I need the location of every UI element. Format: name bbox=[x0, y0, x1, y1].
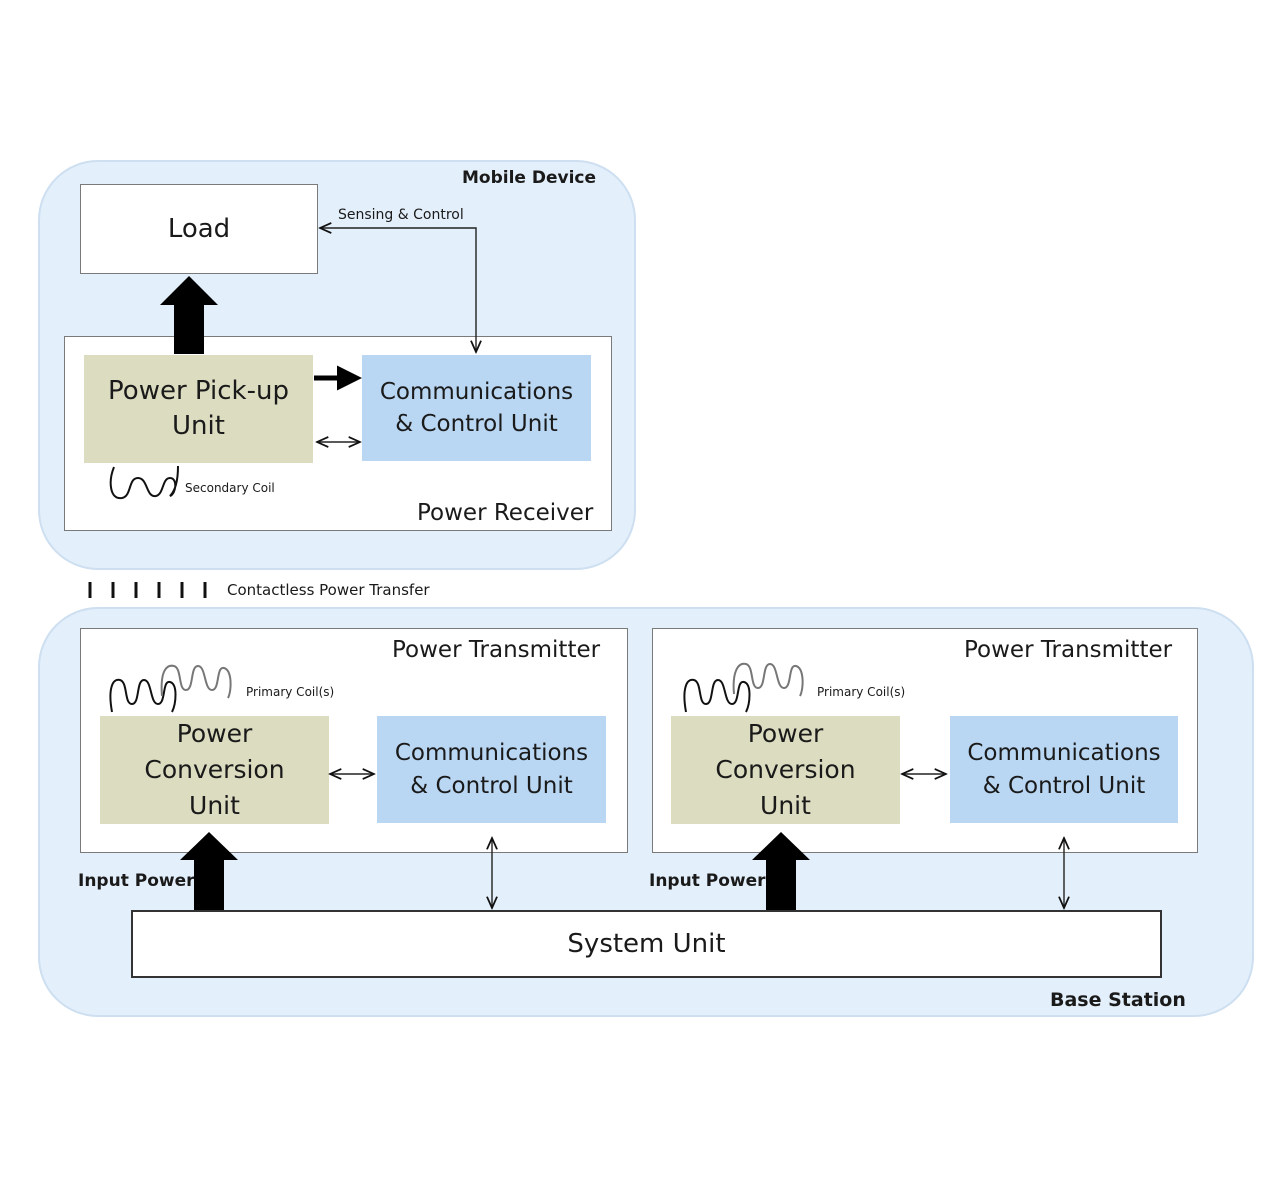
receiver-comm-line1: Communications bbox=[379, 378, 574, 405]
input-power-label-2: Input Power bbox=[649, 871, 766, 891]
transmitter-comm-control-unit-1: Communications & Control Unit bbox=[377, 716, 606, 823]
receiver-comm-control-unit: Communications & Control Unit bbox=[362, 355, 591, 461]
power-conversion-unit-1: Power Conversion Unit bbox=[100, 716, 329, 824]
conversion-line2-1: Conversion bbox=[144, 754, 285, 784]
primary-coil-label-1: Primary Coil(s) bbox=[246, 685, 335, 699]
system-unit-label: System Unit bbox=[567, 929, 726, 959]
receiver-comm-line2: & Control Unit bbox=[395, 411, 558, 437]
power-transmitter-label-2: Power Transmitter bbox=[964, 637, 1173, 663]
primary-coil-label-2: Primary Coil(s) bbox=[817, 685, 906, 699]
conversion-line2-2: Conversion bbox=[715, 754, 856, 784]
transmitter-comm-line1-2: Communications bbox=[967, 740, 1161, 767]
mobile-device-label: Mobile Device bbox=[462, 168, 597, 188]
conversion-line3-2: Unit bbox=[760, 791, 811, 821]
input-power-label-1: Input Power bbox=[78, 871, 195, 891]
transmitter-comm-line2-1: & Control Unit bbox=[410, 772, 573, 799]
system-unit-box: System Unit bbox=[131, 910, 1162, 978]
power-pickup-unit: Power Pick-up Unit bbox=[84, 355, 313, 463]
transmitter-comm-line1-1: Communications bbox=[394, 740, 589, 767]
power-conversion-unit-2: Power Conversion Unit bbox=[671, 716, 900, 824]
conversion-line1-1: Power bbox=[176, 718, 253, 748]
conversion-line1-2: Power bbox=[747, 718, 824, 748]
power-pickup-line2: Unit bbox=[172, 411, 225, 441]
load-box: Load bbox=[80, 184, 318, 274]
transmitter-comm-line2-2: & Control Unit bbox=[982, 772, 1146, 799]
base-station-label: Base Station bbox=[1050, 989, 1186, 1011]
power-transmitter-label-1: Power Transmitter bbox=[392, 637, 601, 663]
secondary-coil-label: Secondary Coil bbox=[185, 481, 275, 495]
transmitter-comm-control-unit-2: Communications & Control Unit bbox=[950, 716, 1178, 823]
contactless-transfer-label: Contactless Power Transfer bbox=[227, 581, 430, 599]
conversion-line3-1: Unit bbox=[189, 791, 240, 821]
contactless-transfer-dashes bbox=[88, 582, 207, 598]
power-pickup-line1: Power Pick-up bbox=[108, 375, 289, 406]
load-label: Load bbox=[167, 214, 231, 244]
power-receiver-label: Power Receiver bbox=[417, 500, 594, 526]
sensing-control-label: Sensing & Control bbox=[338, 207, 464, 223]
